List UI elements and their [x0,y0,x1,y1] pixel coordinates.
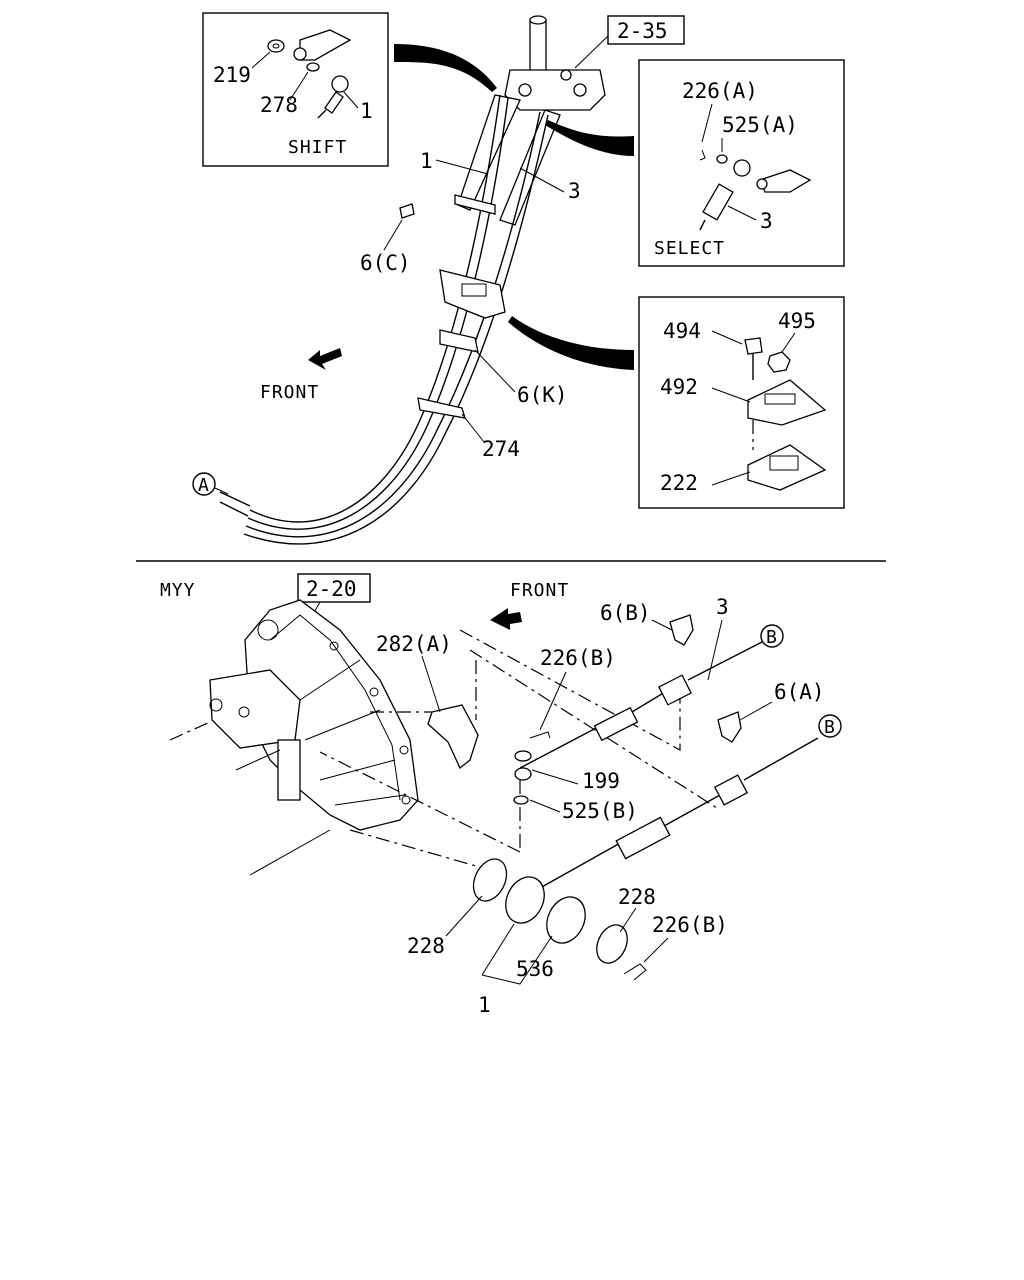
select-label-3: 3 [760,209,773,233]
select-inset: 226(A) 525(A) 3 SELECT [638,59,845,267]
cable-bundle [219,94,549,545]
upper-label-6C: 6(C) [360,251,411,275]
lower-label-282A: 282(A) [376,632,452,656]
bracket-label-495: 495 [778,309,816,333]
lever-mechanism [457,15,606,226]
bracket-label-222: 222 [660,471,698,495]
lower-label-525B: 525(B) [562,799,638,823]
bracket-label-494: 494 [663,319,701,343]
shift-label-219: 219 [213,63,251,87]
bracket-inset: 494 495 492 222 [638,296,845,509]
bracket-282a: 282(A) [370,632,479,770]
grommet-parts [472,731,647,981]
connector-b-label-lower: B [824,717,836,738]
select-inset-title: SELECT [654,238,725,259]
connector-b-label-upper: B [766,627,778,648]
select-label-525A: 525(A) [722,113,798,137]
shift-label-1: 1 [360,99,373,123]
cable-1 [539,737,819,889]
upper-label-6K: 6(K) [517,383,568,407]
connector-b-marker-upper: B [760,624,784,648]
cable-3 [513,641,763,805]
upper-label-3: 3 [568,179,581,203]
lower-label-226B-right: 226(B) [652,913,728,937]
transmission-housing [169,599,419,876]
reference-label-upper: 2-35 [617,19,668,43]
shift-inset: 219 278 1 SHIFT [202,12,389,167]
upper-label-1: 1 [420,149,433,173]
clip-6a [717,711,742,743]
lower-label-6A: 6(A) [774,680,825,704]
lower-label-3: 3 [716,595,729,619]
reference-box-lower: 2-20 [297,573,371,629]
connector-a-label: A [198,475,210,496]
model-label: MYY [160,580,196,601]
front-label-upper: FRONT [260,382,319,403]
select-callout-pointer [545,120,634,156]
shift-inset-title: SHIFT [288,137,347,158]
front-arrow-upper: FRONT [260,348,342,403]
reference-label-lower: 2-20 [306,577,357,601]
reference-box-upper: 2-35 [574,15,685,69]
bracket-label-492: 492 [660,375,698,399]
lower-label-6B: 6(B) [600,601,651,625]
lower-label-228-left: 228 [407,934,445,958]
front-label-lower: FRONT [510,580,569,601]
lower-label-228-right: 228 [618,885,656,909]
shift-callout-pointer [394,44,497,92]
lower-label-226B: 226(B) [540,646,616,670]
clip-6b [669,614,694,646]
front-arrow-lower: FRONT [490,580,569,630]
connector-b-marker-lower: B [818,714,842,738]
connector-a-marker: A [192,472,229,496]
lower-label-199: 199 [582,769,620,793]
select-label-226A: 226(A) [682,79,758,103]
lower-label-536: 536 [516,957,554,981]
lower-label-1: 1 [478,993,491,1017]
bracket-callout-pointer [508,316,634,370]
upper-label-274: 274 [482,437,520,461]
